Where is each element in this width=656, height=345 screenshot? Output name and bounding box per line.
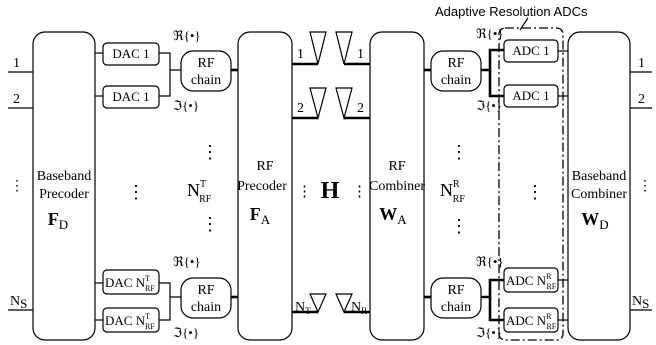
rx-real-label-top: ℜ{•}: [476, 26, 504, 41]
baseband-combiner-label-2: Combiner: [571, 187, 627, 202]
rx-imag-label-top: ℑ{•}: [476, 98, 502, 113]
baseband-precoder-label-1: Baseband: [37, 169, 91, 184]
baseband-combiner-block: [567, 31, 631, 341]
output-stream-ellipsis: ⋮: [638, 179, 652, 194]
rf-adc-top1-link: [481, 48, 504, 72]
dac-top-2: [102, 85, 160, 109]
tx-imag-label-top: ℑ{•}: [173, 98, 199, 113]
rx-antenna-nr-label: NR: [351, 300, 367, 316]
adaptive-adc-frame: [498, 27, 564, 341]
tx-real-label-top: ℜ{•}: [173, 28, 201, 43]
dac-rf-top-link: [159, 52, 181, 71]
tx-rf-chain-bottom-label-2: chain: [191, 300, 221, 315]
adc-ellipsis: ⋮: [526, 182, 544, 202]
tx-antenna-nt-icon: [309, 293, 327, 314]
dac-ellipsis: ⋮: [127, 182, 145, 202]
tx-rf-chain-top-label-1: RF: [197, 56, 214, 71]
dac-bottom-1: [102, 269, 160, 295]
rf-combiner-label-1: RF: [388, 159, 405, 174]
rx-rf-chain-bottom-label-2: chain: [441, 300, 471, 315]
rf-combiner-symbol: WA: [379, 204, 407, 227]
baseband-precoder-label-2: Precoder: [39, 187, 89, 202]
input-stream-ns-label: NS: [10, 294, 27, 311]
tx-antenna-nt-label: NT: [295, 300, 311, 316]
tx-rf-chain-bottom-label-1: RF: [197, 283, 214, 298]
rx-imag-label-bottom: ℑ{•}: [476, 325, 502, 340]
rf-adc-top2-link: [488, 70, 504, 98]
dac-top-2-label: DAC 1: [112, 89, 149, 104]
tx-rf-ellipsis-lower: ⋮: [201, 214, 219, 234]
rf-combiner-block: [369, 31, 425, 341]
adc-top-2-label: ADC 1: [512, 88, 549, 103]
input-stream-1-label: 1: [13, 56, 20, 71]
rf-combiner-label-2: Combiner: [369, 179, 425, 194]
rf-precoder-label-2: Precoder: [237, 179, 287, 194]
rx-antenna-1-label: 1: [357, 47, 364, 62]
tx-antenna-1-icon: [309, 31, 327, 65]
rx-antenna-2-icon: [335, 87, 353, 121]
dac-top-1-label: DAC 1: [112, 46, 149, 61]
tx-antenna-2-icon: [309, 87, 327, 121]
rx-real-label-bottom: ℜ{•}: [476, 254, 504, 269]
baseband-combiner-symbol: WD: [581, 209, 608, 232]
baseband-combiner-label-1: Baseband: [572, 169, 626, 184]
adaptive-adc-title-pointer: [519, 17, 529, 31]
output-stream-1-label: 1: [638, 56, 645, 71]
rf-adc-bot2-link: [488, 297, 504, 322]
tx-real-label-bottom: ℜ{•}: [173, 254, 201, 269]
input-stream-ellipsis: ⋮: [10, 179, 24, 194]
dac-rf-bot2-link: [159, 297, 171, 321]
dac-rf-top2-link: [159, 70, 171, 97]
channel-right-ellipsis: ⋮: [352, 184, 367, 200]
tx-rf-ellipsis-upper: ⋮: [201, 142, 219, 162]
tx-antenna-1-label: 1: [297, 47, 304, 62]
rx-rf-ellipsis-upper: ⋮: [450, 142, 468, 162]
rx-antenna-2-label: 2: [357, 101, 364, 116]
tx-antenna-2-label: 2: [297, 101, 304, 116]
rf-precoder-label-1: RF: [256, 159, 273, 174]
rx-antenna-1-icon: [335, 31, 353, 65]
dac-top-1: [102, 42, 160, 66]
output-stream-ns-label: NS: [632, 294, 649, 311]
input-stream-2-label: 2: [13, 92, 20, 107]
rf-adc-bot1-link: [481, 278, 504, 299]
channel-left-ellipsis: ⋮: [297, 184, 312, 200]
tx-imag-label-bottom: ℑ{•}: [173, 325, 199, 340]
rx-rf-ellipsis-lower: ⋮: [450, 216, 468, 236]
tx-rf-chain-top-label-2: chain: [191, 73, 221, 88]
rx-antenna-nr-icon: [335, 293, 353, 314]
adc-top-1-label: ADC 1: [512, 43, 549, 58]
baseband-precoder-symbol: FD: [48, 209, 68, 232]
rf-precoder-block: [237, 31, 293, 341]
dac-rf-bot-link: [159, 282, 181, 298]
adaptive-adc-title: Adaptive Resolution ADCs: [435, 4, 588, 19]
output-stream-2-label: 2: [638, 92, 645, 107]
rx-rf-chain-top-label-2: chain: [441, 73, 471, 88]
channel-matrix-symbol: H: [321, 178, 340, 204]
rx-rf-chain-bottom-label-1: RF: [447, 283, 464, 298]
baseband-precoder-block: [32, 31, 96, 341]
rf-precoder-symbol: FA: [250, 204, 271, 227]
rx-rf-chain-top-label-1: RF: [447, 56, 464, 71]
